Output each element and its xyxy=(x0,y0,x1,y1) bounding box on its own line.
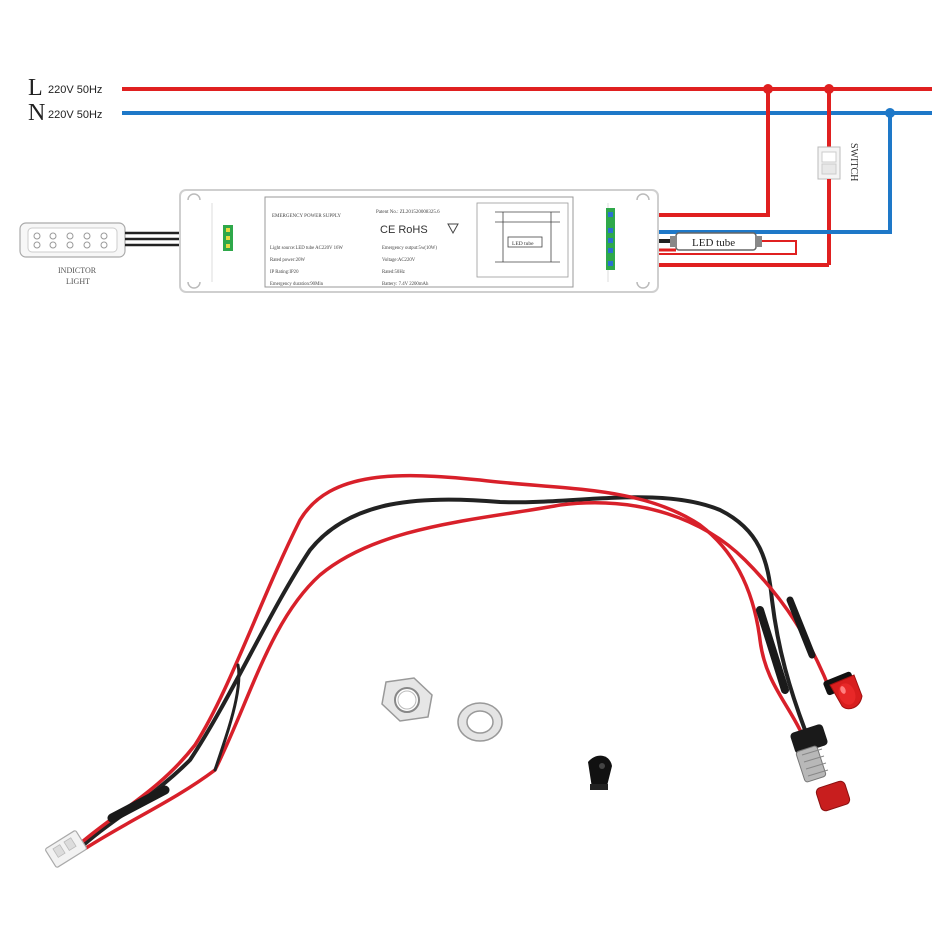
indicator-led xyxy=(83,241,91,249)
module-spec-right: Battery: 7.4V 2200mAh xyxy=(382,282,429,287)
led-holder-clip xyxy=(588,755,612,790)
module-mount-notch xyxy=(636,281,650,289)
n-letter: N xyxy=(28,100,45,126)
switch: SWITCH xyxy=(817,89,859,265)
heatshrink-sleeve xyxy=(107,785,170,823)
n-drop-wire xyxy=(614,113,892,234)
module-mount-notch xyxy=(187,193,201,201)
indicator-led xyxy=(49,232,57,240)
mains-lines: L 220V 50Hz N 220V 50Hz xyxy=(28,75,932,126)
right-terminal-pin xyxy=(608,228,613,233)
led-tube-endcap xyxy=(670,236,677,247)
module-spec-left: Light source:LED tube AC220V 16W xyxy=(270,246,343,251)
hex-nut xyxy=(381,677,433,722)
led-tube-endcap xyxy=(755,236,762,247)
indicator-led xyxy=(49,241,57,249)
red-led xyxy=(823,671,863,710)
indicator-led xyxy=(100,232,108,240)
module-spec-right: Emergency output:5w(10W) xyxy=(382,246,437,251)
push-button xyxy=(790,724,851,812)
left-terminal-pin xyxy=(226,228,230,232)
switch-rocker xyxy=(821,151,837,163)
weee-icon xyxy=(447,223,459,235)
module-inner-led-label: LED tube xyxy=(512,241,534,247)
module-spec-left: Emergency duration:90Min xyxy=(270,282,324,287)
left-terminal-pin xyxy=(226,244,230,248)
l-drop-wire xyxy=(614,89,770,217)
switch-rocker xyxy=(821,163,837,175)
heatshrink-sleeve xyxy=(756,606,789,694)
emergency-module: EMERGENCY POWER SUPPLY Patent No.: ZL201… xyxy=(179,189,659,293)
left-terminal-pin xyxy=(226,236,230,240)
led-tube-label: LED tube xyxy=(692,237,735,249)
indicator-label-line2: LIGHT xyxy=(66,277,90,286)
black-wire-tail xyxy=(213,663,241,772)
module-spec-right: Voltage:AC220V xyxy=(382,258,416,263)
module-output-wires: LED tube xyxy=(614,89,892,267)
module-spec-left: Rated power:20W xyxy=(270,258,306,263)
heatshrink-sleeve xyxy=(786,596,816,659)
right-terminal-pin xyxy=(608,212,613,217)
tube-return-wire xyxy=(614,240,797,255)
module-mount-notch xyxy=(636,193,650,201)
red-wire xyxy=(84,501,832,850)
module-spec-left: IP Rating:IP20 xyxy=(270,270,299,275)
indicator-led xyxy=(66,241,74,249)
indicator-led xyxy=(83,232,91,240)
right-terminal-pin xyxy=(608,261,613,266)
right-terminal-pin xyxy=(608,248,613,253)
module-spec-right: Rated:50Hz xyxy=(382,270,405,275)
indicator-led xyxy=(33,232,41,240)
l-letter: L xyxy=(28,75,43,101)
indicator-led xyxy=(100,241,108,249)
switch-label: SWITCH xyxy=(848,143,859,181)
jst-connector xyxy=(45,830,87,868)
indicator-light: INDICTOR LIGHT xyxy=(19,222,228,286)
right-terminal-pin xyxy=(608,238,613,243)
product-wiring-harness xyxy=(76,473,832,852)
lock-washer xyxy=(457,702,503,742)
l-voltage-label: 220V 50Hz xyxy=(48,84,102,96)
module-inner-diagram: LED tube xyxy=(476,202,569,278)
indicator-led xyxy=(66,232,74,240)
n-voltage-label: 220V 50Hz xyxy=(48,109,102,121)
module-cert: CE RoHS xyxy=(380,224,428,236)
black-wire xyxy=(76,495,807,852)
module-small-title: EMERGENCY POWER SUPPLY xyxy=(272,214,341,219)
indicator-led xyxy=(33,241,41,249)
module-patent: Patent No.: ZL201520008325.6 xyxy=(376,210,440,215)
indicator-label-line1: INDICTOR xyxy=(58,266,97,275)
red-wire xyxy=(80,473,802,844)
module-mount-notch xyxy=(187,281,201,289)
